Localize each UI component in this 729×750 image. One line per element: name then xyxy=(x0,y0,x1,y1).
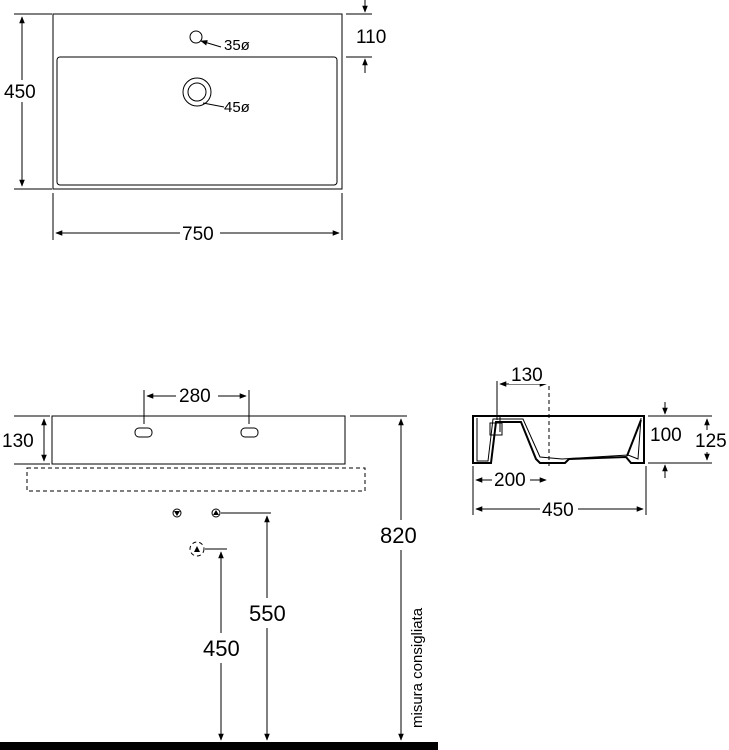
top-view: 35ø 45ø 450 750 110 xyxy=(2,0,386,245)
side-view: 130 200 450 100 125 xyxy=(472,364,729,521)
hole-spacing-label: 280 xyxy=(179,386,211,407)
side-total-height-label: 125 xyxy=(695,431,727,452)
waste-pipe-symbol xyxy=(172,508,182,518)
bowl-outline-top xyxy=(56,56,338,186)
drain-symbol xyxy=(189,541,205,557)
tap-hole xyxy=(189,30,203,44)
installation-height-label: 820 xyxy=(380,523,417,548)
drain-label: 45ø xyxy=(224,99,250,116)
drain-inner xyxy=(187,82,207,102)
overflow-slot-right xyxy=(240,427,259,438)
supply-pipe-symbol xyxy=(211,508,221,518)
recommended-label: misura consigliata xyxy=(409,607,426,728)
floor-line xyxy=(0,742,438,750)
tap-hole-label: 35ø xyxy=(224,37,250,54)
front-height-label: 130 xyxy=(2,431,34,452)
drain-height-label: 450 xyxy=(203,636,240,661)
basin-outline-top xyxy=(52,13,343,190)
side-depth-label: 450 xyxy=(542,500,574,521)
basin-front xyxy=(51,415,346,465)
side-offset-label: 130 xyxy=(511,365,543,386)
top-width-label: 750 xyxy=(182,224,214,245)
side-overflow xyxy=(489,422,503,436)
overflow-slot-left xyxy=(134,427,153,438)
supply-height-label: 550 xyxy=(249,601,286,626)
deck-label: 110 xyxy=(356,27,386,48)
side-bowl-depth-label: 100 xyxy=(650,425,682,446)
top-depth-label: 450 xyxy=(4,82,36,103)
side-section xyxy=(472,415,645,464)
front-view: 280 130 820 misura consigliata 550 450 xyxy=(0,385,438,750)
side-drain-position-label: 200 xyxy=(494,470,526,491)
shelf-dashed xyxy=(26,467,366,492)
drain-outer xyxy=(182,77,212,107)
